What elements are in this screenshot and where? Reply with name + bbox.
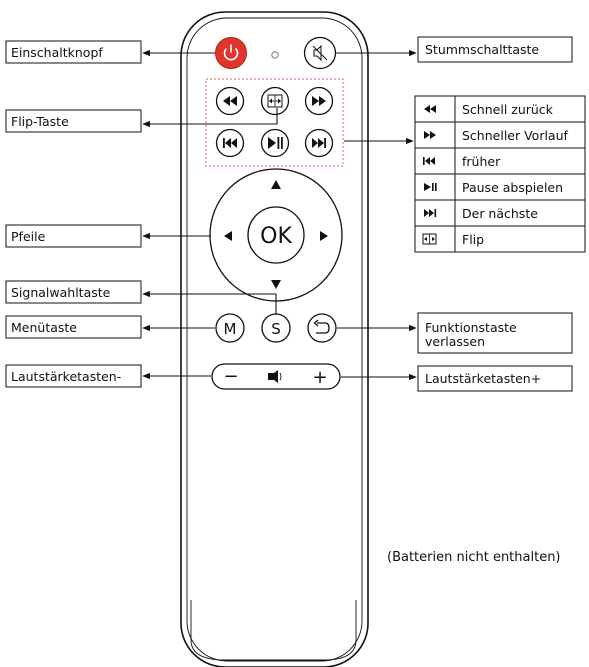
volume-down-button[interactable]: − bbox=[223, 366, 238, 387]
power-button[interactable] bbox=[215, 37, 247, 69]
arrow-left-icon[interactable] bbox=[224, 231, 232, 241]
label-mute: Stummschalttaste bbox=[336, 36, 573, 63]
back-button[interactable] bbox=[307, 313, 337, 343]
menu-button[interactable]: M bbox=[215, 313, 245, 343]
power-icon bbox=[223, 44, 239, 61]
previous-button[interactable] bbox=[215, 128, 245, 158]
label-flip: Flip-Taste bbox=[5, 108, 278, 133]
arrow-down-icon[interactable] bbox=[271, 280, 281, 289]
legend-row-text: Schnell zurück bbox=[462, 102, 554, 117]
label-flip-text: Flip-Taste bbox=[11, 114, 69, 129]
legend-row-text: Pause abspielen bbox=[462, 180, 563, 195]
signal-button-label: S bbox=[271, 320, 281, 338]
play-pause-button[interactable] bbox=[260, 128, 290, 158]
label-volume-up-text: Lautstärketasten+ bbox=[425, 371, 541, 386]
legend-row-text: Der nächste bbox=[462, 206, 538, 221]
next-icon bbox=[312, 138, 326, 148]
legend-row-text: Flip bbox=[462, 232, 484, 247]
next-button[interactable] bbox=[304, 128, 334, 158]
signal-button[interactable]: S bbox=[261, 313, 291, 343]
speaker-icon bbox=[268, 370, 282, 383]
label-menu-text: Menütaste bbox=[11, 320, 77, 335]
volume-control: − + bbox=[211, 363, 341, 390]
mute-icon bbox=[312, 44, 328, 62]
arrow-right-icon[interactable] bbox=[320, 231, 328, 241]
menu-button-label: M bbox=[224, 320, 237, 338]
legend-play-pause-icon bbox=[424, 183, 437, 191]
flip-icon bbox=[267, 94, 283, 108]
mute-button[interactable] bbox=[303, 36, 337, 70]
volume-up-button[interactable]: + bbox=[312, 367, 327, 388]
fast-forward-button[interactable] bbox=[304, 86, 334, 116]
label-mute-text: Stummschalttaste bbox=[425, 42, 539, 57]
legend-rewind-icon bbox=[424, 105, 436, 113]
media-legend-table: Schnell zurück Schneller Vorlauf früher … bbox=[414, 95, 586, 253]
previous-icon bbox=[223, 138, 237, 148]
fast-forward-icon bbox=[312, 96, 326, 106]
label-volume-down: Lautstärketasten- bbox=[5, 364, 211, 388]
rewind-button[interactable] bbox=[215, 86, 245, 116]
rewind-icon bbox=[223, 96, 237, 106]
play-pause-icon bbox=[268, 137, 283, 149]
label-menu: Menütaste bbox=[5, 315, 215, 339]
indicator-light bbox=[271, 51, 279, 59]
back-icon bbox=[313, 319, 330, 334]
label-arrows: Pfeile bbox=[5, 224, 211, 248]
legend-row-text: früher bbox=[462, 154, 501, 169]
legend-row-text: Schneller Vorlauf bbox=[462, 128, 569, 143]
legend-flip-icon bbox=[422, 233, 437, 245]
label-signal-text: Signalwahltaste bbox=[11, 285, 111, 300]
label-arrows-text: Pfeile bbox=[11, 229, 46, 244]
legend-next-icon bbox=[424, 209, 437, 217]
label-volume-down-text: Lautstärketasten- bbox=[11, 369, 121, 384]
label-signal: Signalwahltaste bbox=[5, 280, 277, 314]
label-volume-up: Lautstärketasten+ bbox=[341, 365, 573, 392]
legend-fast-forward-icon bbox=[424, 131, 436, 139]
flip-button[interactable] bbox=[260, 86, 290, 116]
legend-previous-icon bbox=[423, 157, 435, 165]
arrow-up-icon[interactable] bbox=[271, 180, 281, 189]
label-power: Einschaltknopf bbox=[5, 40, 215, 64]
ok-button-label: OK bbox=[260, 224, 292, 249]
ok-button[interactable]: OK bbox=[247, 206, 305, 264]
label-power-text: Einschaltknopf bbox=[11, 45, 103, 60]
batteries-note: (Batterien nicht enthalten) bbox=[387, 550, 561, 565]
media-button-group bbox=[205, 78, 344, 167]
